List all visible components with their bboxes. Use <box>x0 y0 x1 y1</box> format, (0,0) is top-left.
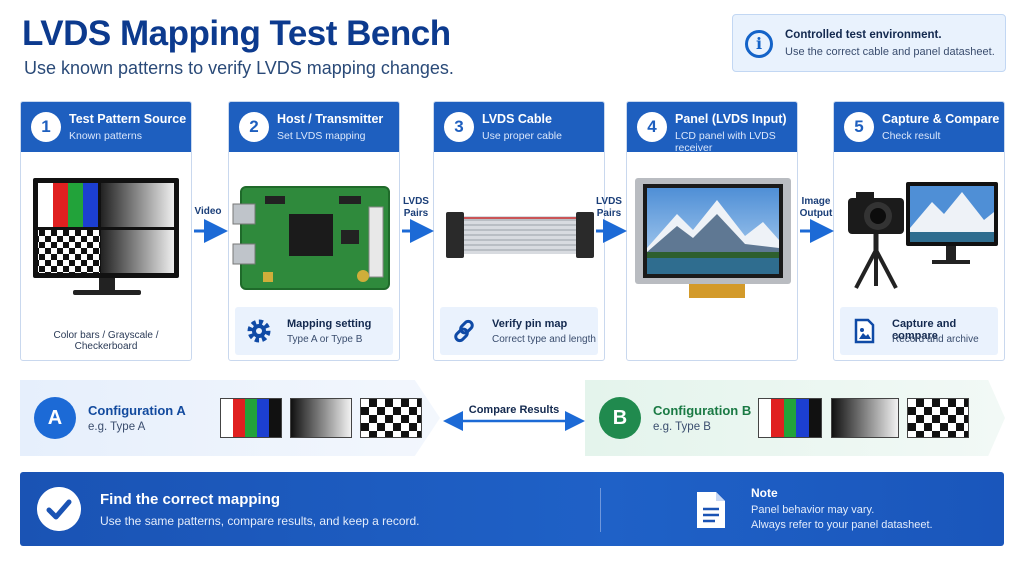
bottom-banner: Find the correct mapping Use the same pa… <box>20 472 1004 546</box>
box-title: Mapping setting <box>287 318 372 330</box>
flow-label-video: Video <box>194 206 222 217</box>
step-number: 3 <box>444 112 474 142</box>
lcd-panel-icon <box>635 178 791 298</box>
banner-title: Find the correct mapping <box>100 491 281 508</box>
flow-label-lvds-pairs: LVDS Pairs <box>400 196 432 220</box>
box-title: Verify pin map <box>492 318 568 330</box>
step-subtitle: LCD panel with LVDS receiver <box>675 130 776 154</box>
config-b-name: Configuration B <box>653 403 752 418</box>
step-subtitle: Use proper cable <box>482 130 562 142</box>
note-line-2: Use the correct cable and panel datashee… <box>785 46 995 58</box>
step-header: 4 Panel (LVDS Input) LCD panel with LVDS… <box>627 102 797 154</box>
step-subtitle: Set LVDS mapping <box>277 130 366 142</box>
ribbon-cable-icon <box>446 212 594 258</box>
config-b-badge: B <box>599 397 641 439</box>
capture-compare-box: Capture and compare Record and archive <box>840 307 998 355</box>
step-header: 5 Capture & Compare Check result <box>834 102 1004 152</box>
step-header: 3 LVDS Cable Use proper cable <box>434 102 604 152</box>
config-b-example: e.g. Type B <box>653 421 711 433</box>
box-title: Capture and compare <box>892 318 957 342</box>
mapping-setting-box: Mapping setting Type A or Type B <box>235 307 393 355</box>
step-number: 1 <box>31 112 61 142</box>
step-title: LVDS Cable <box>482 112 552 126</box>
page-title: LVDS Mapping Test Bench <box>22 14 451 53</box>
flow-label-line: LVDS <box>403 196 429 207</box>
step-lvds-cable: 3 LVDS Cable Use proper cable Verify pin… <box>433 101 605 361</box>
box-text: Type A or Type B <box>287 334 363 345</box>
step-host-transmitter: 2 Host / Transmitter Set LVDS mapping Ma… <box>228 101 400 361</box>
note-line-1: Panel behavior may vary. <box>751 504 875 516</box>
flow-label-lvds-pairs: LVDS Pairs <box>592 196 626 220</box>
note-line-2: Always refer to your panel datasheet. <box>751 519 933 531</box>
step-subtitle: Known patterns <box>69 130 142 142</box>
flow-label-line: Output <box>799 208 833 219</box>
gear-icon <box>247 319 271 343</box>
flow-label-line: Image <box>801 196 831 207</box>
step-subtitle: Check result <box>882 130 941 142</box>
step-title: Panel (LVDS Input) <box>675 112 787 126</box>
step-panel-lvds-input: 4 Panel (LVDS Input) LCD panel with LVDS… <box>626 101 798 361</box>
step-title: Host / Transmitter <box>277 112 384 126</box>
verify-pin-map-box: Verify pin map Correct type and length <box>440 307 598 355</box>
config-a-name: Configuration A <box>88 403 186 418</box>
flow-label-image-output: Image Output <box>798 196 834 220</box>
step-header: 2 Host / Transmitter Set LVDS mapping <box>229 102 399 152</box>
step-number: 5 <box>844 112 874 142</box>
note-line-1: Controlled test environment. <box>785 29 942 41</box>
info-icon: i <box>745 30 773 58</box>
banner-text: Use the same patterns, compare results, … <box>100 514 420 528</box>
configuration-a-panel: A Configuration A e.g. Type A <box>20 380 440 456</box>
checkerboard-swatch <box>360 398 422 438</box>
test-environment-note: i Controlled test environment. Use the c… <box>732 14 1006 72</box>
step-test-pattern-source: 1 Test Pattern Source Known patterns Col… <box>20 101 192 361</box>
banner-divider <box>600 488 601 532</box>
box-text: Record and archive <box>892 334 979 345</box>
flow-label-line: Pairs <box>596 208 622 219</box>
compare-results-label: Compare Results <box>468 404 560 416</box>
step-capture-compare: 5 Capture & Compare Check result Capture… <box>833 101 1005 361</box>
document-icon <box>697 492 725 528</box>
page-subtitle: Use known patterns to verify LVDS mappin… <box>24 58 454 78</box>
step-title: Test Pattern Source <box>69 112 187 126</box>
monitor-with-patterns-icon <box>33 178 179 295</box>
configuration-b-panel: B Configuration B e.g. Type B <box>585 380 1005 456</box>
flow-label-line: Pairs <box>403 208 429 219</box>
step-title: Capture & Compare <box>882 112 1000 126</box>
grayscale-swatch <box>290 398 352 438</box>
grayscale-swatch <box>831 398 899 438</box>
camera-and-monitor-icon <box>848 182 998 289</box>
config-a-example: e.g. Type A <box>88 421 146 433</box>
note-title: Note <box>751 486 778 500</box>
step-header: 1 Test Pattern Source Known patterns <box>21 102 191 152</box>
checkmark-icon <box>37 487 81 531</box>
pattern-caption: Color bars / Grayscale / Checkerboard <box>53 330 159 352</box>
image-file-icon <box>854 318 875 344</box>
config-a-badge: A <box>34 397 76 439</box>
checkerboard-swatch <box>907 398 969 438</box>
box-text: Correct type and length <box>492 334 596 345</box>
flow-label-line: LVDS <box>596 196 622 207</box>
color-bars-swatch <box>220 398 282 438</box>
circuit-board-icon <box>232 186 390 290</box>
step-number: 2 <box>239 112 269 142</box>
link-icon <box>454 319 474 343</box>
color-bars-swatch <box>758 398 822 438</box>
step-number: 4 <box>637 112 667 142</box>
